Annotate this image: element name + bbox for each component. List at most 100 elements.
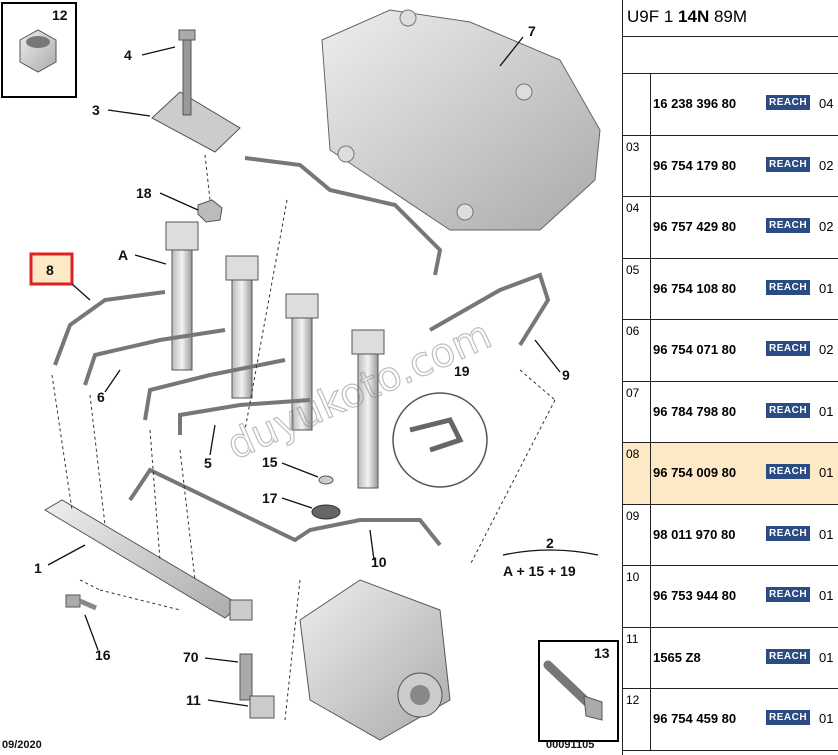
leader-lines [47, 36, 599, 707]
seal-17 [311, 504, 341, 520]
row-index: 06 [623, 320, 651, 381]
nut-icon [19, 29, 57, 73]
part-row[interactable]: 16 238 396 80 REACH 04 [623, 74, 838, 136]
quantity: 01 [819, 526, 834, 542]
row-index: 10 [623, 566, 651, 627]
part-number: 96 754 179 80 [653, 157, 737, 173]
parts-diagram: 12 13 [1, 2, 619, 751]
inset-box-12: 12 [1, 2, 77, 98]
quantity: 02 [819, 157, 834, 173]
part-number: 96 754 108 80 [653, 280, 737, 296]
quantity: 02 [819, 342, 834, 357]
svg-text:17: 17 [262, 490, 278, 506]
svg-text:13: 13 [594, 645, 610, 661]
dashed-guides [51, 154, 556, 721]
svg-text:70: 70 [183, 649, 199, 665]
part-number: 96 757 429 80 [653, 219, 737, 234]
reach-badge: REACH [766, 710, 811, 725]
bolt-16 [65, 594, 98, 611]
svg-text:A + 15 + 19: A + 15 + 19 [503, 563, 576, 579]
reach-badge: REACH [766, 279, 811, 295]
date-stamp: 09/2020 [2, 739, 42, 751]
row-index: 12 [623, 689, 651, 750]
part-number: 96 784 798 80 [653, 403, 737, 419]
svg-text:12: 12 [52, 7, 68, 23]
bolt-70 [239, 653, 275, 719]
inset-box-13: 13 [538, 640, 619, 742]
highlight-box-8 [29, 252, 74, 286]
part-number: 96 754 009 80 [653, 465, 737, 480]
part-number: 1565 Z8 [653, 649, 701, 665]
reach-badge: REACH [766, 341, 811, 356]
fuel-rail [44, 499, 253, 621]
row-index: 09 [623, 504, 651, 565]
quantity: 01 [819, 403, 834, 419]
svg-text:19: 19 [454, 363, 470, 379]
part-number: 16 238 396 80 [653, 96, 737, 111]
row-index: 11 [623, 627, 651, 688]
reach-badge: REACH [766, 95, 811, 110]
hp-pump [299, 579, 451, 741]
row-index: 08 [623, 443, 651, 504]
svg-text:5: 5 [204, 455, 212, 471]
quantity: 04 [819, 96, 834, 111]
svg-text:7: 7 [528, 23, 536, 39]
reach-badge: REACH [766, 156, 811, 172]
svg-text:16: 16 [95, 647, 111, 663]
reach-badge: REACH [766, 587, 811, 602]
bracket-3 [151, 29, 241, 153]
inset-19: 19 [392, 363, 488, 488]
svg-text:11: 11 [186, 692, 201, 708]
svg-text:2: 2 [546, 535, 554, 551]
figure-code: 00091105 [546, 739, 594, 751]
quantity: 01 [819, 588, 834, 603]
reach-badge: REACH [766, 525, 811, 541]
quantity: 01 [819, 465, 834, 480]
part-number: 96 754 071 80 [653, 342, 737, 357]
svg-text:9: 9 [562, 367, 570, 383]
row-index [623, 74, 651, 135]
svg-text:4: 4 [124, 47, 132, 63]
part-number: 96 754 459 80 [653, 711, 737, 726]
svg-text:18: 18 [136, 185, 152, 201]
row-index: 04 [623, 197, 651, 258]
reach-badge: REACH [766, 648, 811, 664]
quantity: 01 [819, 649, 834, 665]
quantity: 01 [819, 280, 834, 296]
reach-badge: REACH [766, 218, 811, 233]
svg-text:3: 3 [92, 102, 100, 118]
svg-text:15: 15 [262, 454, 278, 470]
svg-text:1: 1 [34, 560, 42, 576]
panel-header: U9F 1 14N 89M [623, 0, 838, 37]
reach-badge: REACH [766, 402, 811, 418]
part-number: 96 753 944 80 [653, 588, 737, 603]
reach-badge: REACH [766, 464, 811, 479]
label-8: 8 [46, 262, 54, 278]
fuel-pipes [53, 156, 551, 547]
quantity: 02 [819, 219, 834, 234]
part-labels: 4 3 18 A 6 5 15 17 1 16 70 11 10 9 7 2 A… [34, 23, 576, 708]
panel-spacer [623, 37, 838, 74]
quantity: 01 [819, 711, 834, 726]
part-number: 98 011 970 80 [653, 526, 736, 542]
row-index: 03 [623, 135, 651, 196]
nut-18 [197, 199, 223, 223]
washer-15 [318, 475, 334, 485]
row-index: 05 [623, 258, 651, 319]
svg-text:10: 10 [371, 554, 387, 570]
svg-text:A: A [118, 247, 128, 263]
row-index: 07 [623, 381, 651, 442]
engine-cover [321, 9, 601, 231]
